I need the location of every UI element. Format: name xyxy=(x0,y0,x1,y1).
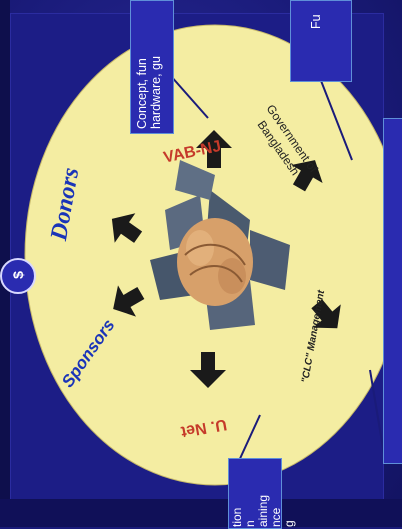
dollar-badge: $ xyxy=(0,258,36,294)
callout-top-right: Fu xyxy=(290,0,352,82)
callout-bottom-right xyxy=(383,118,402,464)
callout-bottom-left: tion n aining nce g xyxy=(228,458,282,529)
callout-top-right-text: Fu xyxy=(309,14,323,29)
dollar-icon: $ xyxy=(10,267,26,283)
callout-top-left-text: Concept, fun hardware, gu xyxy=(135,56,163,129)
callout-top-left: Concept, fun hardware, gu xyxy=(130,0,174,134)
callout-bottom-left-text: tion n aining nce g xyxy=(231,495,296,527)
